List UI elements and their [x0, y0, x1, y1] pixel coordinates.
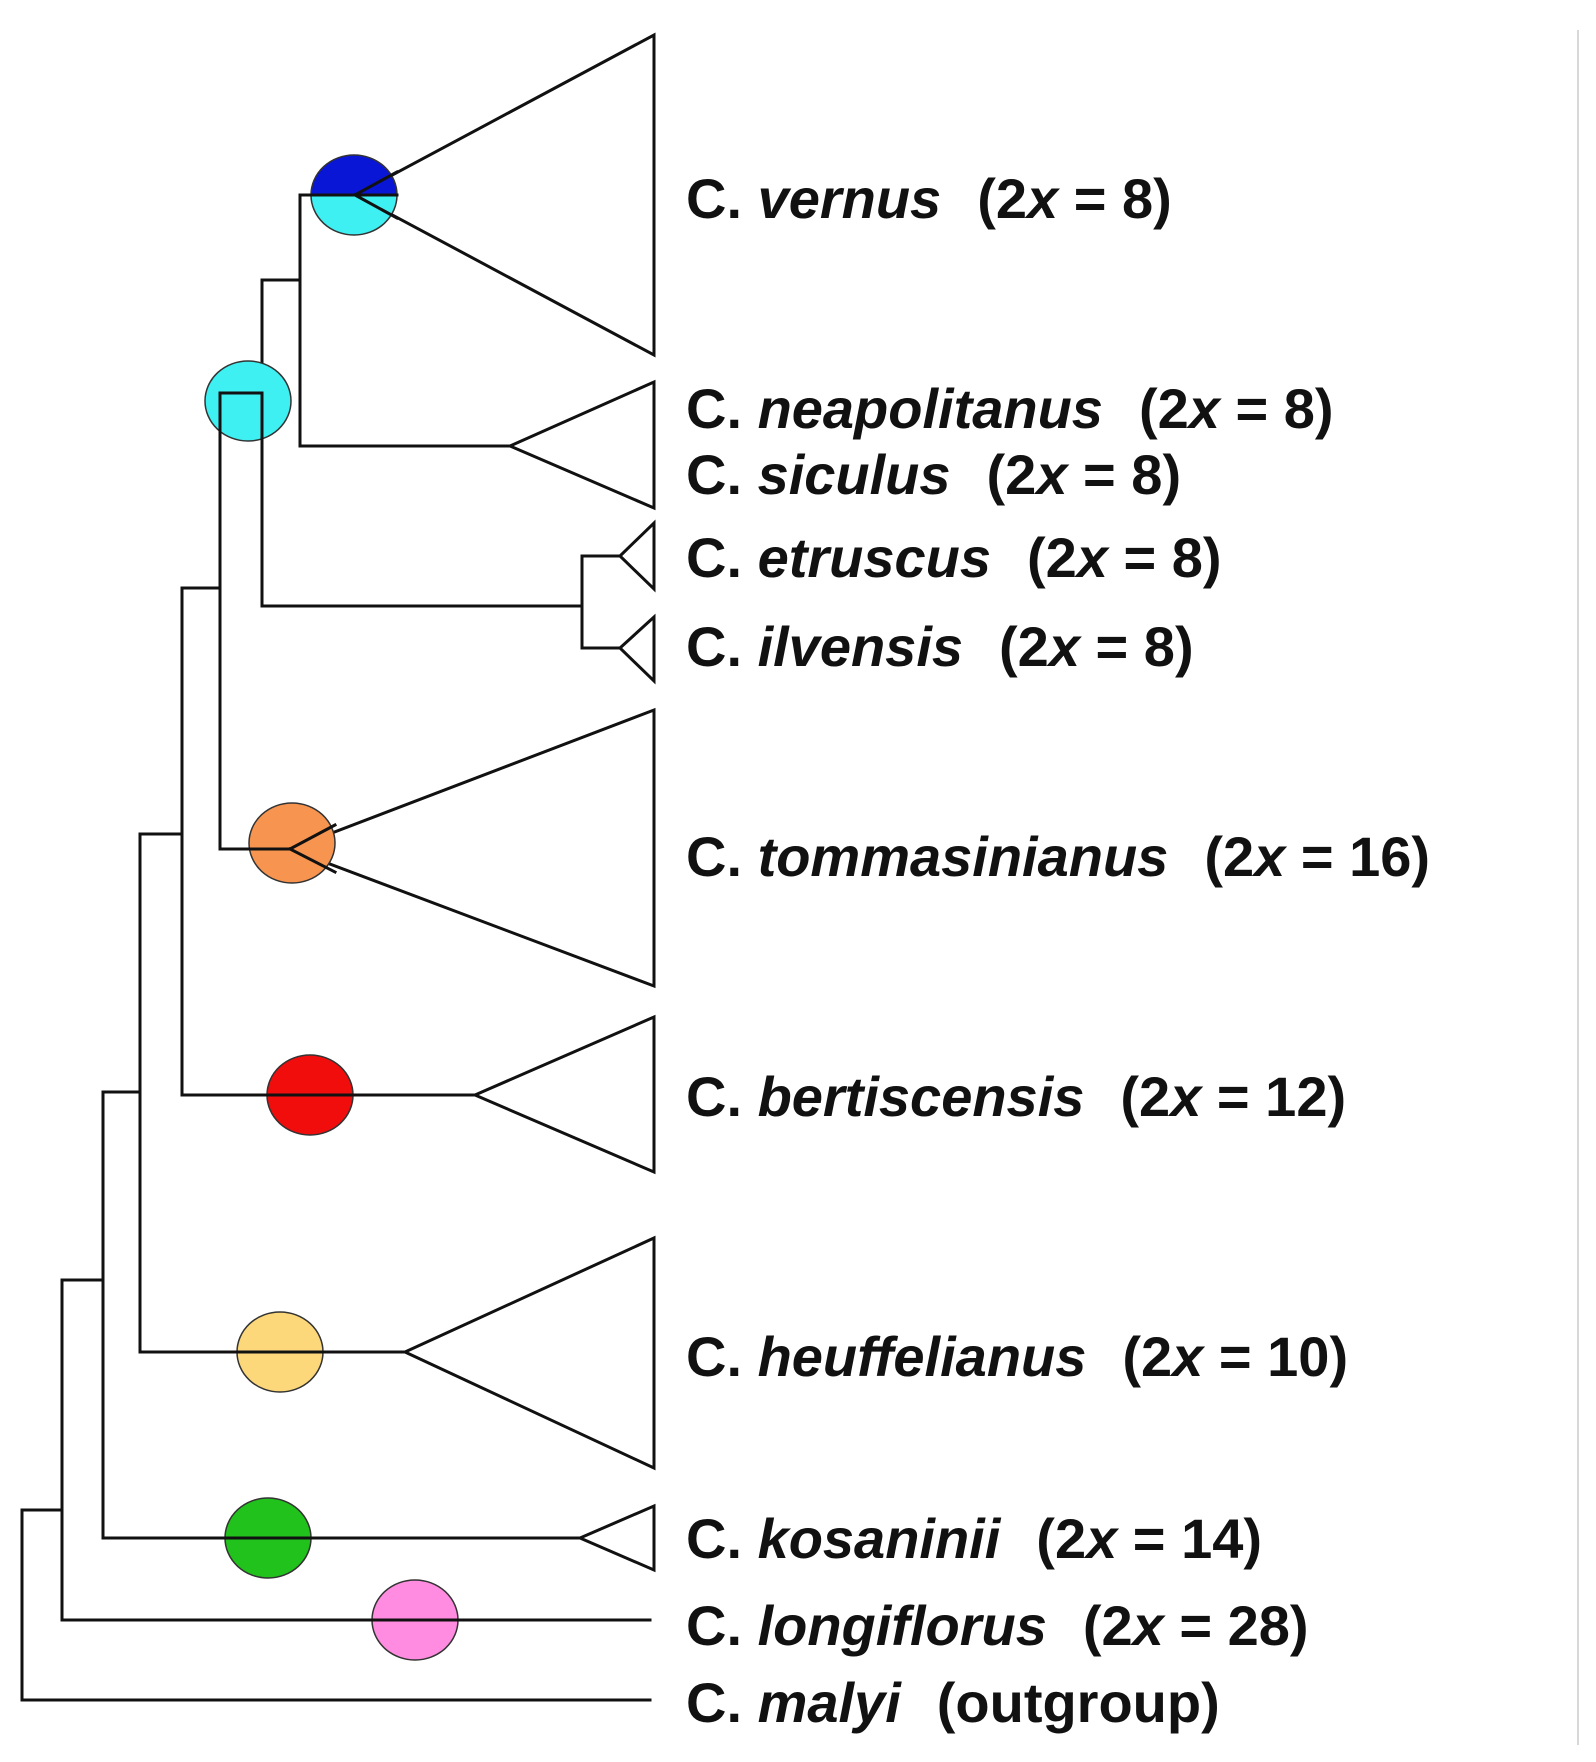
clade-kosaninii — [576, 1503, 656, 1573]
node-marker-tommasinianus — [248, 802, 336, 884]
branch-malyi — [20, 1508, 652, 1702]
branch-tommasinianus — [218, 391, 292, 851]
overlay-vernus — [298, 169, 400, 221]
label-siculus: C. siculus(2x = 8) — [686, 443, 1181, 506]
overlay-tommasinianus — [248, 822, 338, 875]
label-neapolitanus: C. neapolitanus(2x = 8) — [686, 377, 1334, 440]
clade-etruscus — [617, 519, 656, 593]
label-etruscus: C. etruscus(2x = 8) — [686, 526, 1222, 589]
label-bertiscensis: C. bertiscensis(2x = 12) — [686, 1065, 1346, 1128]
label-longiflorus: C. longiflorus(2x = 28) — [686, 1594, 1309, 1657]
label-heuffelianus: C. heuffelianus(2x = 10) — [686, 1325, 1348, 1388]
overlay-crown — [218, 391, 264, 452]
label-kosaninii: C. kosaninii(2x = 14) — [686, 1507, 1262, 1570]
clade-neapolitanus-siculus — [506, 379, 656, 511]
clade-tommasinianus — [285, 707, 656, 989]
label-ilvensis: C. ilvensis(2x = 8) — [686, 615, 1194, 678]
node-marker-vernus-top — [310, 154, 398, 196]
node-marker-crown — [204, 360, 292, 442]
ancestral-state-nodes — [204, 154, 459, 1661]
label-malyi: C. malyi(outgroup) — [686, 1671, 1220, 1734]
label-vernus: C. vernus(2x = 8) — [686, 167, 1172, 230]
label-tommasinianus: C. tommasinianus(2x = 16) — [686, 825, 1430, 888]
clade-heuffelianus — [401, 1235, 656, 1471]
clade-bertiscensis — [471, 1014, 656, 1175]
taxon-labels: C. vernus(2x = 8) C. neapolitanus(2x = 8… — [686, 167, 1430, 1734]
branch-overlays — [218, 169, 460, 1622]
clade-vernus — [351, 32, 656, 358]
clade-triangles — [285, 32, 656, 1573]
branch-ilvensis — [580, 554, 622, 650]
branch-bertiscensis — [180, 586, 477, 1097]
node-marker-vernus-bottom — [310, 194, 398, 236]
branch-kosaninii — [101, 1090, 582, 1540]
clade-ilvensis — [617, 613, 656, 685]
